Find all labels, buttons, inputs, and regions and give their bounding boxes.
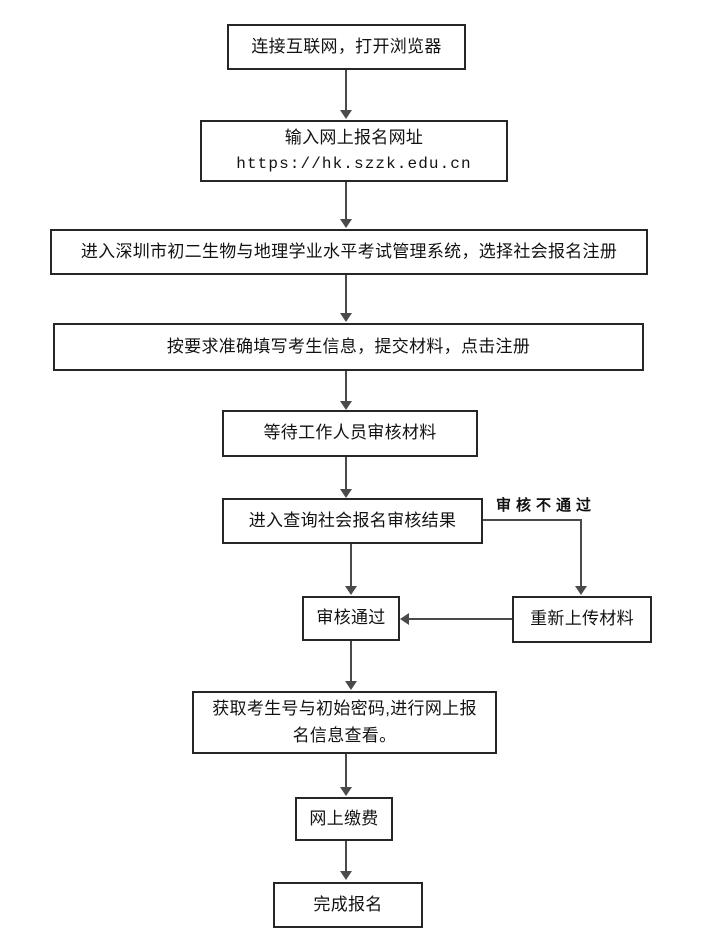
node-label: 进入查询社会报名审核结果 (248, 510, 457, 530)
connector-n4-n5 (345, 371, 347, 403)
arrowhead-n7-n9-icon (345, 681, 357, 690)
node-label-line1: 获取考生号与初始密码,进行网上报 (212, 699, 477, 719)
node-label: 连接互联网，打开浏览器 (251, 36, 442, 56)
connector-n9-n10 (345, 754, 347, 787)
connector-n6-n7 (350, 544, 352, 587)
connector-n10-n11 (345, 841, 347, 872)
node-label-url: https://hk.szzk.edu.cn (236, 154, 472, 173)
node-label: 完成报名 (313, 894, 383, 914)
arrowhead-n3-n4-icon (340, 313, 352, 322)
connector-n3-n4 (345, 275, 347, 314)
connector-reject-vertical (580, 519, 582, 587)
node-label: 按要求准确填写考生信息，提交材料，点击注册 (166, 336, 531, 356)
arrowhead-reject-n8-icon (575, 586, 587, 595)
node-wait-review[interactable]: 等待工作人员审核材料 (222, 410, 478, 457)
node-enter-url[interactable]: 输入网上报名网址 https://hk.szzk.edu.cn (200, 120, 508, 182)
edge-label-review-failed: 审核不通过 (496, 497, 597, 514)
connector-n6-reject-horizontal (483, 519, 582, 521)
node-open-system[interactable]: 进入深圳市初二生物与地理学业水平考试管理系统，选择社会报名注册 (50, 229, 648, 275)
node-label: 进入深圳市初二生物与地理学业水平考试管理系统，选择社会报名注册 (80, 241, 618, 261)
arrowhead-n4-n5-icon (340, 401, 352, 410)
arrowhead-n2-n3-icon (340, 219, 352, 228)
node-label-line1: 输入网上报名网址 (284, 128, 424, 148)
connector-n7-n9 (350, 641, 352, 682)
connector-n8-n7 (409, 618, 512, 620)
node-get-candidate-number[interactable]: 获取考生号与初始密码,进行网上报 名信息查看。 (192, 691, 497, 754)
connector-n5-n6 (345, 457, 347, 490)
arrowhead-n1-n2-icon (340, 110, 352, 119)
node-fill-candidate-info[interactable]: 按要求准确填写考生信息，提交材料，点击注册 (53, 323, 644, 371)
node-label-line2: 名信息查看。 (292, 725, 397, 745)
node-query-review-result[interactable]: 进入查询社会报名审核结果 (222, 498, 483, 544)
node-reupload-materials[interactable]: 重新上传材料 (512, 596, 652, 643)
connector-n1-n2 (345, 70, 347, 111)
node-registration-complete[interactable]: 完成报名 (273, 882, 423, 928)
arrowhead-n10-n11-icon (340, 871, 352, 880)
node-review-passed[interactable]: 审核通过 (302, 596, 400, 641)
connector-n2-n3 (345, 182, 347, 220)
node-label: 审核通过 (316, 608, 386, 628)
arrowhead-n5-n6-icon (340, 489, 352, 498)
node-connect-internet[interactable]: 连接互联网，打开浏览器 (227, 24, 466, 70)
arrowhead-n8-n7-icon (400, 613, 409, 625)
arrowhead-n6-n7-icon (345, 586, 357, 595)
node-online-payment[interactable]: 网上缴费 (295, 797, 393, 841)
arrowhead-n9-n10-icon (340, 787, 352, 796)
node-label: 等待工作人员审核材料 (263, 423, 437, 443)
node-label: 重新上传材料 (530, 609, 634, 629)
node-label: 网上缴费 (309, 808, 379, 828)
